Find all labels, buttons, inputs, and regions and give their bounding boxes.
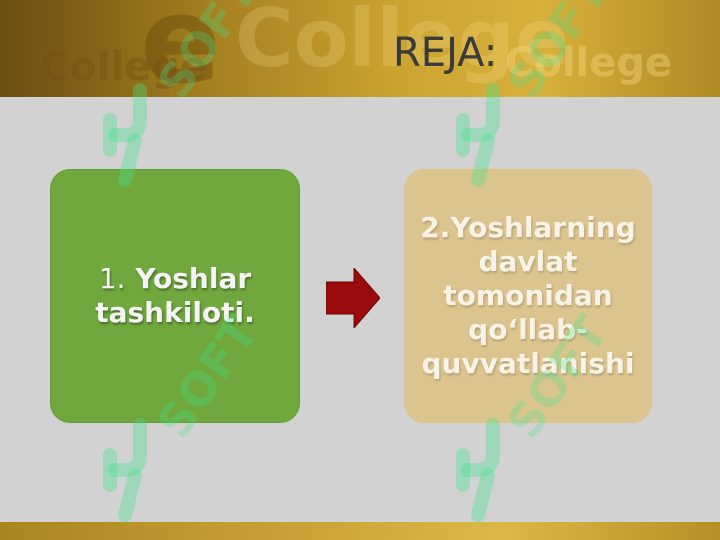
plan-item-1-number: 1. (98, 262, 126, 295)
slide-title: REJA: (393, 30, 498, 76)
footer-band (0, 522, 720, 540)
header-band: e College College College (0, 0, 720, 97)
watermark-college-text: College (235, 0, 570, 85)
plan-item-1-text: Yoshlar tashkiloti. (95, 262, 255, 329)
soft-logo-icon (103, 418, 147, 522)
plan-item-2-text: 2.Yoshlarning davlat tomonidan qo‘llab-q… (420, 211, 636, 380)
plan-item-1: 1. Yoshlar tashkiloti. (50, 169, 300, 423)
plan-item-2: 2.Yoshlarning davlat tomonidan qo‘llab-q… (404, 169, 652, 423)
soft-logo-icon (456, 418, 500, 522)
soft-logo-icon (456, 83, 500, 187)
soft-logo-icon (103, 83, 147, 187)
watermark-letter: e (140, 0, 222, 97)
watermark-college-text: College (505, 40, 673, 86)
right-arrow-icon (326, 268, 380, 328)
watermark-college-text: College (40, 44, 208, 90)
